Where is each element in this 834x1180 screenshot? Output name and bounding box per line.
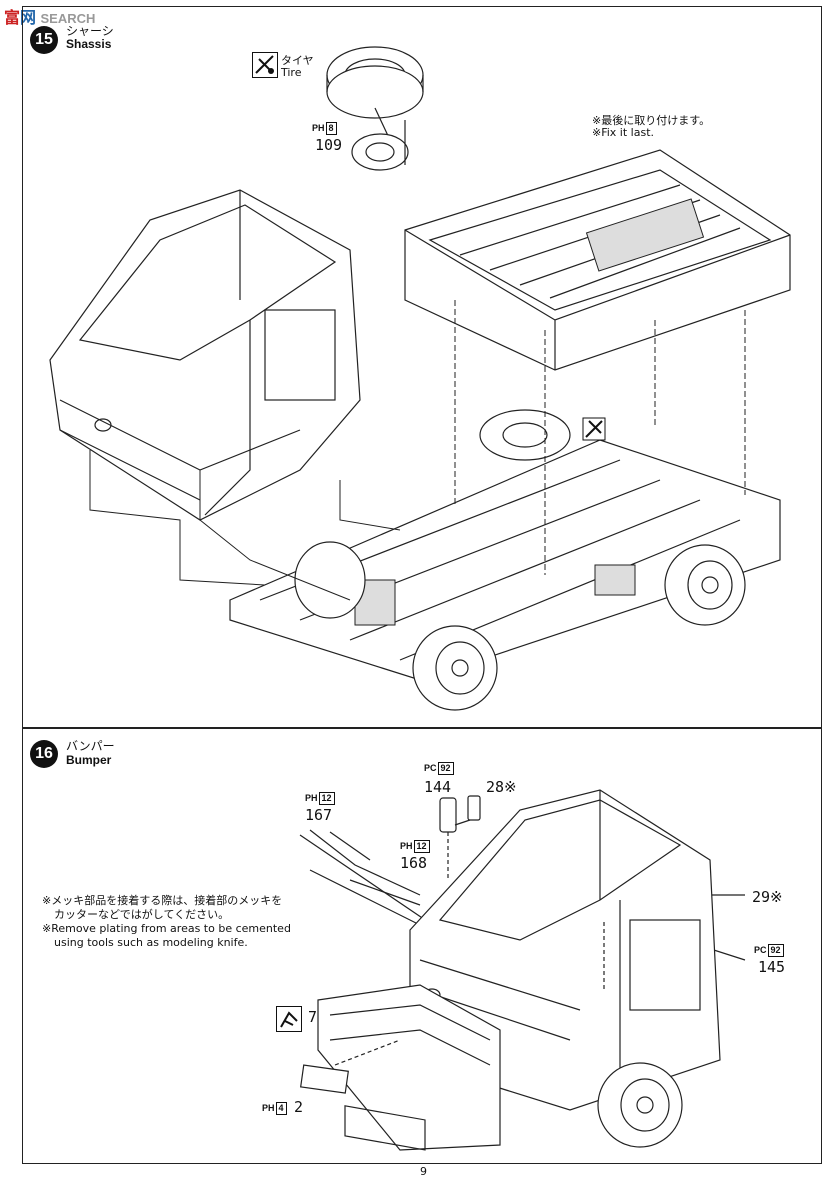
spare-tire-drawing bbox=[479, 409, 571, 461]
step-16-title-jp: バンパー bbox=[66, 739, 115, 753]
step-15-number: 15 bbox=[30, 26, 58, 54]
part-168-number: 168 bbox=[400, 854, 428, 872]
step-15-title-jp: シャーシ bbox=[66, 24, 114, 38]
page-number: 9 bbox=[420, 1165, 427, 1178]
cargo-bed-drawing bbox=[404, 149, 791, 371]
part-28-label: 28※ bbox=[486, 778, 517, 796]
cab-drawing bbox=[49, 189, 361, 521]
step-16-panel bbox=[22, 728, 822, 1164]
part-29-label: 29※ bbox=[752, 888, 783, 906]
chassis-assembly-drawing bbox=[49, 46, 791, 711]
step-15-panel bbox=[22, 6, 822, 728]
plating-note-jp-2: カッターなどではがしてください。 bbox=[54, 908, 230, 921]
watermark: 富网 SEARCH bbox=[4, 10, 96, 27]
plating-note-en-2: using tools such as modeling knife. bbox=[54, 936, 248, 949]
step-15-title-en: Shassis bbox=[66, 37, 112, 51]
front-wheel-drawing bbox=[412, 625, 498, 711]
wheel-part-number: 109 bbox=[315, 136, 343, 154]
wheel-drawing bbox=[351, 120, 409, 171]
part-2-number: 2 bbox=[294, 1098, 304, 1116]
fix-note-en: ※Fix it last. bbox=[592, 126, 655, 139]
part-144-number: 144 bbox=[424, 778, 452, 796]
plating-note-en-1: ※Remove plating from areas to be cemente… bbox=[42, 922, 291, 935]
tire-label-en: Tire bbox=[281, 66, 302, 79]
assembly-guide-lines bbox=[89, 300, 746, 601]
plating-note-jp-1: ※メッキ部品を接着する際は、接着部のメッキを bbox=[42, 894, 283, 907]
tire-drawing bbox=[326, 46, 424, 119]
step-16-title-en: Bumper bbox=[66, 753, 112, 767]
step-16-number: 16 bbox=[30, 740, 58, 768]
fix-note-jp: ※最後に取り付けます。 bbox=[592, 114, 711, 127]
rear-wheel-drawing bbox=[664, 544, 746, 626]
chrome-part-icon bbox=[276, 1006, 302, 1032]
cement-icon-2 bbox=[582, 417, 606, 441]
part-167-number: 167 bbox=[305, 806, 333, 824]
tire-label-jp: タイヤ bbox=[281, 54, 314, 67]
chassis-frame-drawing bbox=[229, 439, 781, 681]
cement-icon bbox=[252, 52, 278, 78]
part-7-label: 7 bbox=[308, 1008, 318, 1026]
part-145-number: 145 bbox=[758, 958, 786, 976]
